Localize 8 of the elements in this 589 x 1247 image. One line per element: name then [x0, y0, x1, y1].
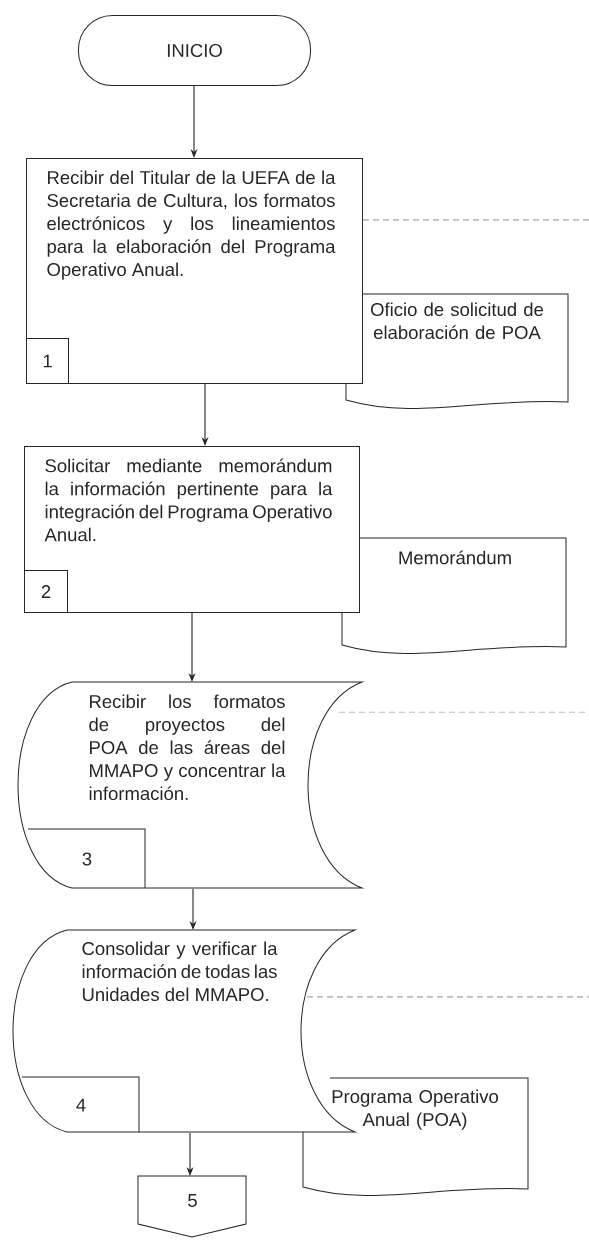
dashed-line [306, 996, 589, 998]
step-number: 2 [24, 570, 68, 613]
off-page-connector: 5 [137, 1175, 247, 1238]
start-terminator: INICIO [78, 15, 311, 86]
step-number: 3 [27, 828, 146, 889]
step-number: 4 [21, 1076, 140, 1133]
step-number: 1 [26, 338, 69, 384]
dashed-line [362, 219, 589, 221]
